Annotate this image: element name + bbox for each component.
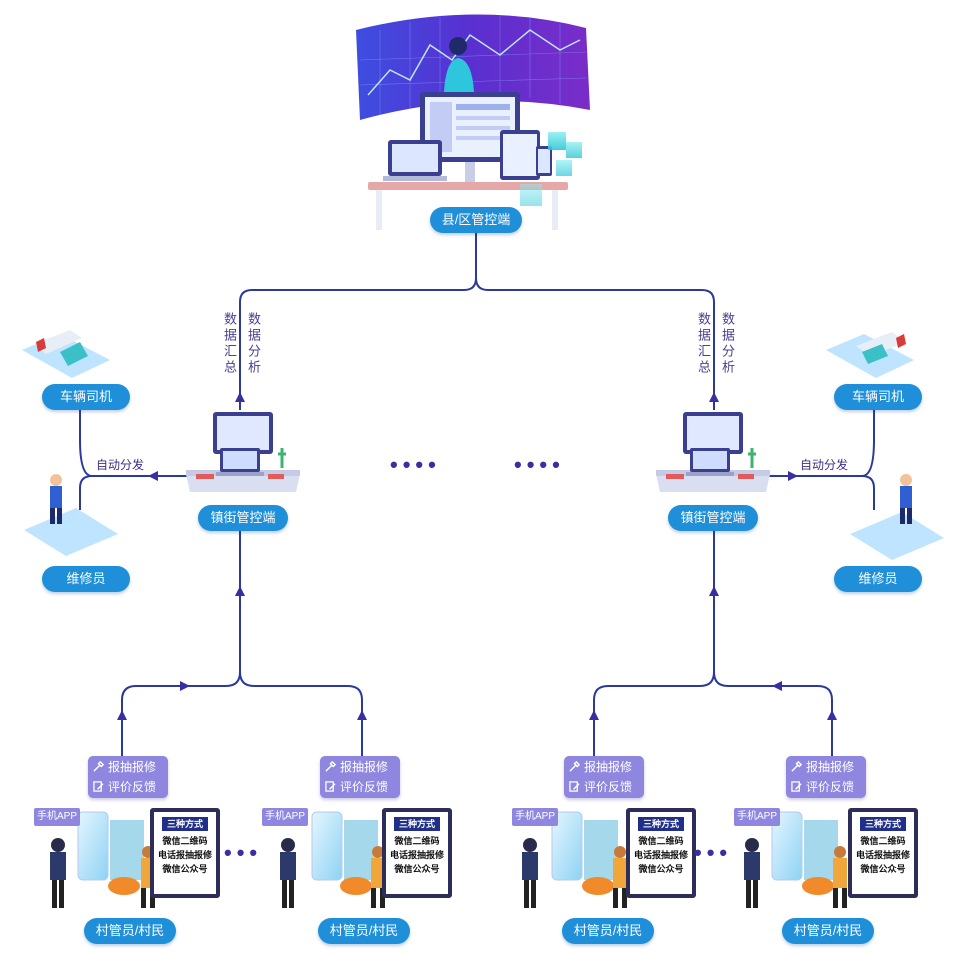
village-illustration-3 [522, 811, 627, 908]
ellipsis-left: •••• [390, 452, 441, 477]
board-title: 三种方式 [860, 817, 906, 831]
method-phone: 电话报抽报修 [389, 850, 444, 860]
right-repairman-illustration [850, 474, 944, 560]
right-auto-dispatch-label: 自动分发 [800, 458, 849, 472]
method-official-account: 微信公众号 [860, 864, 906, 874]
board-title: 三种方式 [638, 817, 684, 831]
repairer-left[interactable]: 维修员 [42, 566, 130, 592]
village-actions-1: 报抽报修 评价反馈 [88, 756, 168, 798]
county-illustration [356, 14, 590, 230]
county-control-label[interactable]: 县/区管控端 [430, 207, 522, 233]
town-control-right[interactable]: 镇街管控端 [668, 505, 758, 531]
method-phone: 电话报抽报修 [633, 850, 688, 860]
app-tag-4: 手机APP [734, 808, 780, 826]
village-illustration-2 [280, 811, 385, 908]
village-illustration-4 [744, 811, 847, 908]
village-node-1[interactable]: 村管员/村民 [84, 918, 176, 944]
app-tag-2: 手机APP [262, 808, 308, 826]
left-truck-illustration [22, 330, 110, 378]
connector-lines [79, 232, 875, 758]
method-phone: 电话报抽报修 [855, 850, 910, 860]
driver-left[interactable]: 车辆司机 [42, 384, 130, 410]
edit-icon [791, 781, 802, 792]
arrow-heads [117, 392, 837, 720]
left-auto-dispatch-label: 自动分发 [96, 458, 145, 472]
feedback-label: 评价反馈 [584, 780, 633, 794]
repairer-right[interactable]: 维修员 [834, 566, 922, 592]
left-repairman-illustration [24, 474, 118, 556]
methods-board-4: 三种方式 微信二维码 电话报抽报修 微信公众号 [848, 808, 918, 898]
method-official-account: 微信公众号 [638, 864, 684, 874]
village-actions-4: 报抽报修 评价反馈 [786, 756, 866, 798]
village-actions-3: 报抽报修 评价反馈 [564, 756, 644, 798]
feedback-label: 评价反馈 [340, 780, 389, 794]
method-official-account: 微信公众号 [162, 864, 208, 874]
methods-board-1: 三种方式 微信二维码 电话报抽报修 微信公众号 [150, 808, 220, 898]
wrench-icon [791, 761, 802, 772]
right-data-analysis-label: 数据分析 [720, 312, 735, 376]
app-tag-1: 手机APP [34, 808, 80, 826]
feedback-label: 评价反馈 [806, 780, 855, 794]
left-data-analysis-label: 数据分析 [246, 312, 261, 376]
method-official-account: 微信公众号 [394, 864, 440, 874]
report-repair-label: 报抽报修 [108, 760, 157, 774]
methods-board-2: 三种方式 微信二维码 电话报抽报修 微信公众号 [382, 808, 452, 898]
report-repair-label: 报抽报修 [806, 760, 855, 774]
method-qr: 微信二维码 [162, 836, 208, 846]
village-ellipsis-left: ••• [224, 840, 263, 865]
wrench-icon [569, 761, 580, 772]
app-tag-3: 手机APP [512, 808, 558, 826]
methods-board-3: 三种方式 微信二维码 电话报抽报修 微信公众号 [626, 808, 696, 898]
right-truck-illustration [826, 332, 914, 378]
village-node-4[interactable]: 村管员/村民 [782, 918, 874, 944]
method-qr: 微信二维码 [394, 836, 440, 846]
feedback-label: 评价反馈 [108, 780, 157, 794]
village-illustration-1 [50, 811, 155, 908]
right-data-summary-label: 数据汇总 [696, 312, 711, 376]
village-node-2[interactable]: 村管员/村民 [318, 918, 410, 944]
ellipsis-right: •••• [514, 452, 565, 477]
village-actions-2: 报抽报修 评价反馈 [320, 756, 400, 798]
report-repair-label: 报抽报修 [584, 760, 633, 774]
driver-right[interactable]: 车辆司机 [834, 384, 922, 410]
left-data-summary-label: 数据汇总 [222, 312, 237, 376]
board-title: 三种方式 [162, 817, 208, 831]
edit-icon [325, 781, 336, 792]
method-qr: 微信二维码 [860, 836, 906, 846]
wrench-icon [325, 761, 336, 772]
left-town-workstation [186, 412, 300, 492]
edit-icon [93, 781, 104, 792]
village-ellipsis-right: ••• [694, 840, 733, 865]
village-node-3[interactable]: 村管员/村民 [562, 918, 654, 944]
wrench-icon [93, 761, 104, 772]
report-repair-label: 报抽报修 [340, 760, 389, 774]
edit-icon [569, 781, 580, 792]
method-qr: 微信二维码 [638, 836, 684, 846]
board-title: 三种方式 [394, 817, 440, 831]
method-phone: 电话报抽报修 [157, 850, 212, 860]
right-town-workstation [656, 412, 770, 492]
town-control-left[interactable]: 镇街管控端 [198, 505, 288, 531]
